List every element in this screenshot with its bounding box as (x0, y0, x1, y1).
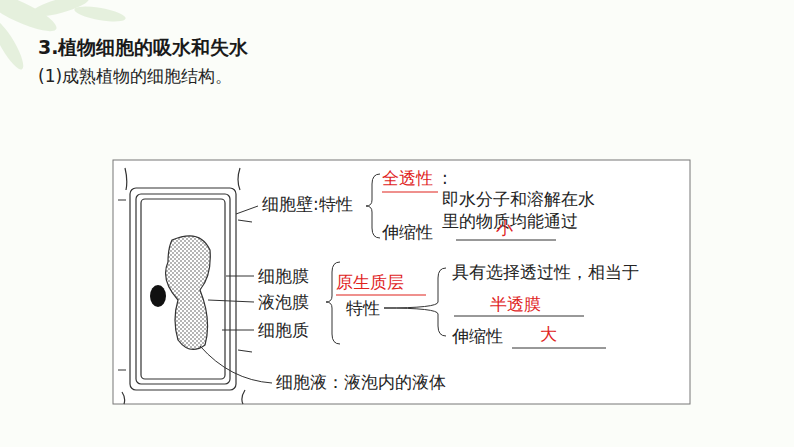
answer-text: 大 (540, 324, 557, 345)
property-label: 伸缩性 (382, 222, 433, 243)
property-label: 伸缩性 (452, 326, 503, 347)
property-label: 特性 (346, 298, 380, 319)
answer-text: 小 (496, 218, 513, 239)
answer-text: 全透性 (382, 168, 433, 189)
slide-title: 3.植物细胞的吸水和失水 (38, 36, 248, 60)
subtitle: (1)成熟植物的细胞结构。 (38, 66, 232, 87)
note-text: 具有选择透过性，相当于 (452, 262, 639, 283)
part-label: 细胞质 (258, 320, 309, 341)
note-text: : 即水分子和溶解在水 里的物质均能通过 (442, 168, 594, 232)
part-label: 细胞壁:特性 (262, 194, 353, 215)
answer-text: 原生质层 (336, 272, 404, 293)
part-label: 细胞膜 (258, 266, 309, 287)
answer-text: 半透膜 (490, 294, 541, 315)
part-label: 液泡膜 (258, 292, 309, 313)
part-label: 细胞液：液泡内的液体 (276, 372, 446, 393)
